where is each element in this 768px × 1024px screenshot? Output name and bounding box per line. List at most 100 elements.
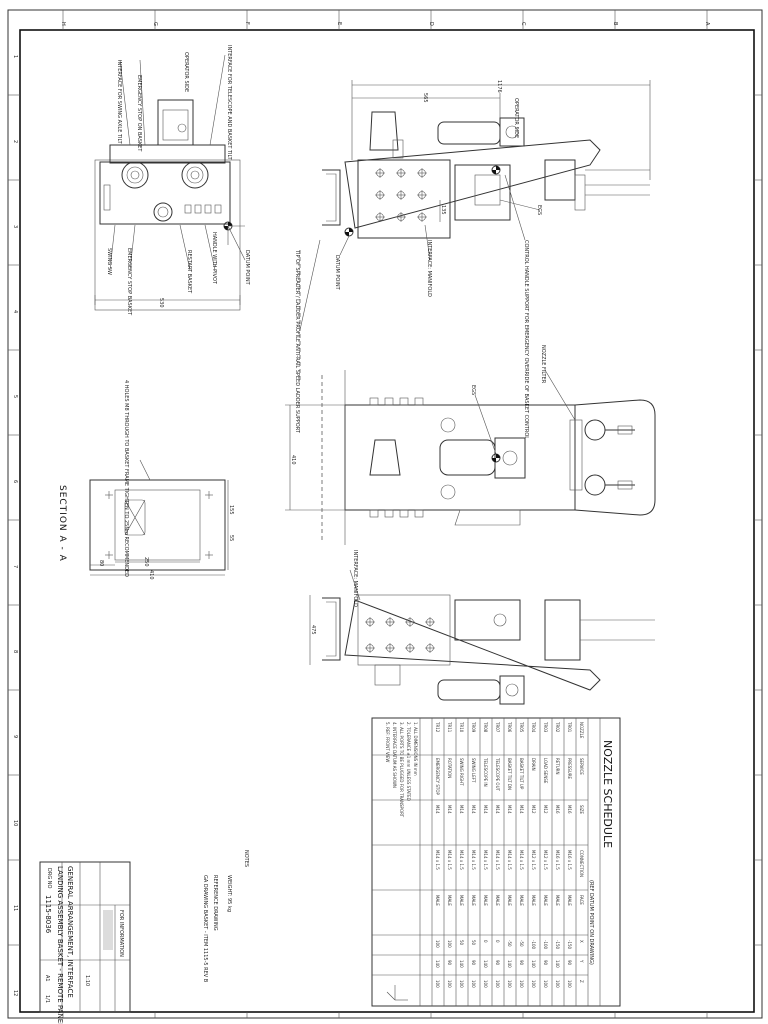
zone-letter: G: [152, 22, 158, 26]
schedule-cell: 100: [519, 980, 524, 988]
schedule-cell: SWING LEFT: [471, 758, 476, 783]
callout-swing-sw: SWING SW: [106, 248, 112, 275]
schedule-cell: MALE: [543, 895, 548, 906]
schedule-cell: M14: [435, 805, 440, 814]
callout-estop-bottom: EMERGENCY STOP BASKET: [126, 248, 132, 316]
dim-section-side: 155: [228, 505, 234, 515]
schedule-cell: TR12: [435, 721, 440, 733]
zone-letter: F: [244, 22, 250, 25]
schedule-cell: M14: [459, 805, 464, 814]
schedule-cell: M14 x 1.5: [507, 850, 512, 870]
callout-nozzle-filter: NOZZLE FILTER: [540, 345, 546, 384]
schedule-cell: TR04: [531, 721, 536, 733]
schedule-header-cell: NOZZLE: [579, 722, 584, 739]
schedule-cell: TR05: [519, 721, 524, 733]
plan-view: 410 EGS NOZZLE FILTER: [285, 345, 656, 545]
zone-letter: D: [428, 22, 434, 26]
schedule-cell: M12 x 1.5: [543, 850, 548, 870]
schedule-cell: 90: [543, 960, 548, 966]
callout-datum-side: DATUM POINT: [334, 255, 340, 291]
callout-datum-end: DATUM POINT: [244, 250, 250, 286]
schedule-cell: MALE: [447, 895, 452, 906]
schedule-cell: 100: [435, 940, 440, 948]
schedule-cell: 140: [555, 960, 560, 968]
dim-end-width: 530: [158, 298, 164, 308]
schedule-cell: 90: [471, 960, 476, 966]
schedule-cell: 0: [483, 940, 488, 943]
zone-number: 11: [12, 905, 18, 911]
schedule-cell: TR11: [447, 721, 452, 733]
schedule-cell: TR08: [483, 721, 488, 733]
schedule-cell: M14: [447, 805, 452, 814]
schedule-cell: M14: [507, 805, 512, 814]
schedule-cell: ROTATION: [447, 758, 452, 778]
callout-restart: RESTART BASKET: [186, 250, 192, 294]
dim-plan-length: 410: [290, 455, 296, 465]
dim-section-total: 410: [148, 570, 154, 580]
schedule-cell: RETURN: [555, 758, 560, 774]
title-block: GENERAL ARRANGEMENT, INTERFACE LANDING A…: [39, 861, 131, 1024]
schedule-cell: -50: [519, 940, 524, 947]
schedule-cell: 90: [567, 960, 572, 966]
schedule-cell: EMERGENCY STOP: [435, 758, 440, 795]
notes-line-2: REFERENCE DRAWING: [212, 875, 218, 931]
schedule-header-cell: X: [579, 940, 584, 943]
zone-number: 4: [12, 310, 18, 313]
schedule-cell: MALE: [459, 895, 464, 906]
schedule-cell: M16: [555, 805, 560, 814]
schedule-cell: 100: [507, 980, 512, 988]
callout-handle: HANDLE WITH PIVOT: [211, 232, 217, 285]
schedule-cell: SWING RIGHT: [459, 758, 464, 786]
zone-number: 7: [12, 565, 18, 568]
schedule-cell: TELESCOPE IN: [483, 757, 488, 787]
nozzle-schedule: NOZZLE SCHEDULE (REF DATUM POINT ON DRAW…: [371, 717, 621, 1007]
schedule-cell: 140: [507, 960, 512, 968]
schedule-cell: 140: [483, 960, 488, 968]
schedule-cell: M14 x 1.5: [495, 850, 500, 870]
dim-135: 135: [440, 205, 446, 215]
schedule-cell: M16: [567, 805, 572, 814]
schedule-cell: MALE: [555, 895, 560, 906]
schedule-cell: 140: [435, 960, 440, 968]
dim-section-55: 55: [228, 535, 234, 541]
title-line-1: GENERAL ARRANGEMENT, INTERFACE: [66, 866, 74, 998]
schedule-cell: 140: [531, 960, 536, 968]
schedule-cell: MALE: [531, 895, 536, 906]
end-view: 530 OPERATOR SIDE INTERFACE FOR SWING AX…: [94, 45, 250, 316]
drawing-status: FOR INFORMATION: [118, 910, 124, 957]
side-view-top: 1176 565 OPERATOR SIDE: [294, 80, 651, 439]
schedule-cell: M14: [471, 805, 476, 814]
schedule-cell: -150: [567, 940, 572, 950]
schedule-cell: M16 x 1.5: [567, 850, 572, 870]
schedule-cell: 100: [543, 980, 548, 988]
drawing-number-label: DRG NO: [46, 868, 52, 889]
drawing-rev: A1: [44, 975, 50, 982]
drawing-sheet: 1/1: [44, 995, 50, 1003]
schedule-cell: -50: [507, 940, 512, 947]
callout-egs: EGS: [536, 205, 542, 215]
zone-letter: A: [704, 22, 710, 26]
schedule-cell: 90: [495, 960, 500, 966]
section-note: 4 HOLES M8 THROUGH TO BASKET FRAME TIGHT…: [123, 380, 129, 577]
dim-overall: 1176: [496, 80, 502, 93]
dim-inner: 565: [422, 93, 428, 103]
callout-egs-plan: EGS: [470, 385, 476, 395]
schedule-cell: TR07: [495, 721, 500, 733]
schedule-cell: MALE: [507, 895, 512, 906]
notes-line-3: GA DRAWING BASKET - ITEM 1115-5 REV B: [202, 875, 208, 983]
title-line-2: LANDING ASSEMBLY BASKET - REMOTE PANEL: [56, 866, 64, 1024]
schedule-header-cell: SERVICE: [579, 758, 584, 775]
schedule-cell: M16 x 1.5: [555, 850, 560, 870]
schedule-cell: TR02: [555, 721, 560, 733]
schedule-cell: M14 x 1.5: [435, 850, 440, 870]
schedule-cell: 100: [483, 980, 488, 988]
schedule-cell: 100: [495, 980, 500, 988]
schedule-cell: TELESCOPE OUT: [495, 757, 500, 791]
zone-number: 9: [12, 735, 18, 738]
schedule-subtitle: (REF DATUM POINT ON DRAWING): [588, 880, 594, 965]
section-a-a: 410 250 80 155 55 SECTION A - A 4 HOLES …: [57, 380, 234, 580]
callout-interface-bottom: INTERFACE: MANIFOLD: [352, 550, 358, 607]
schedule-cell: M14: [495, 805, 500, 814]
schedule-cell: TR10: [459, 721, 464, 733]
